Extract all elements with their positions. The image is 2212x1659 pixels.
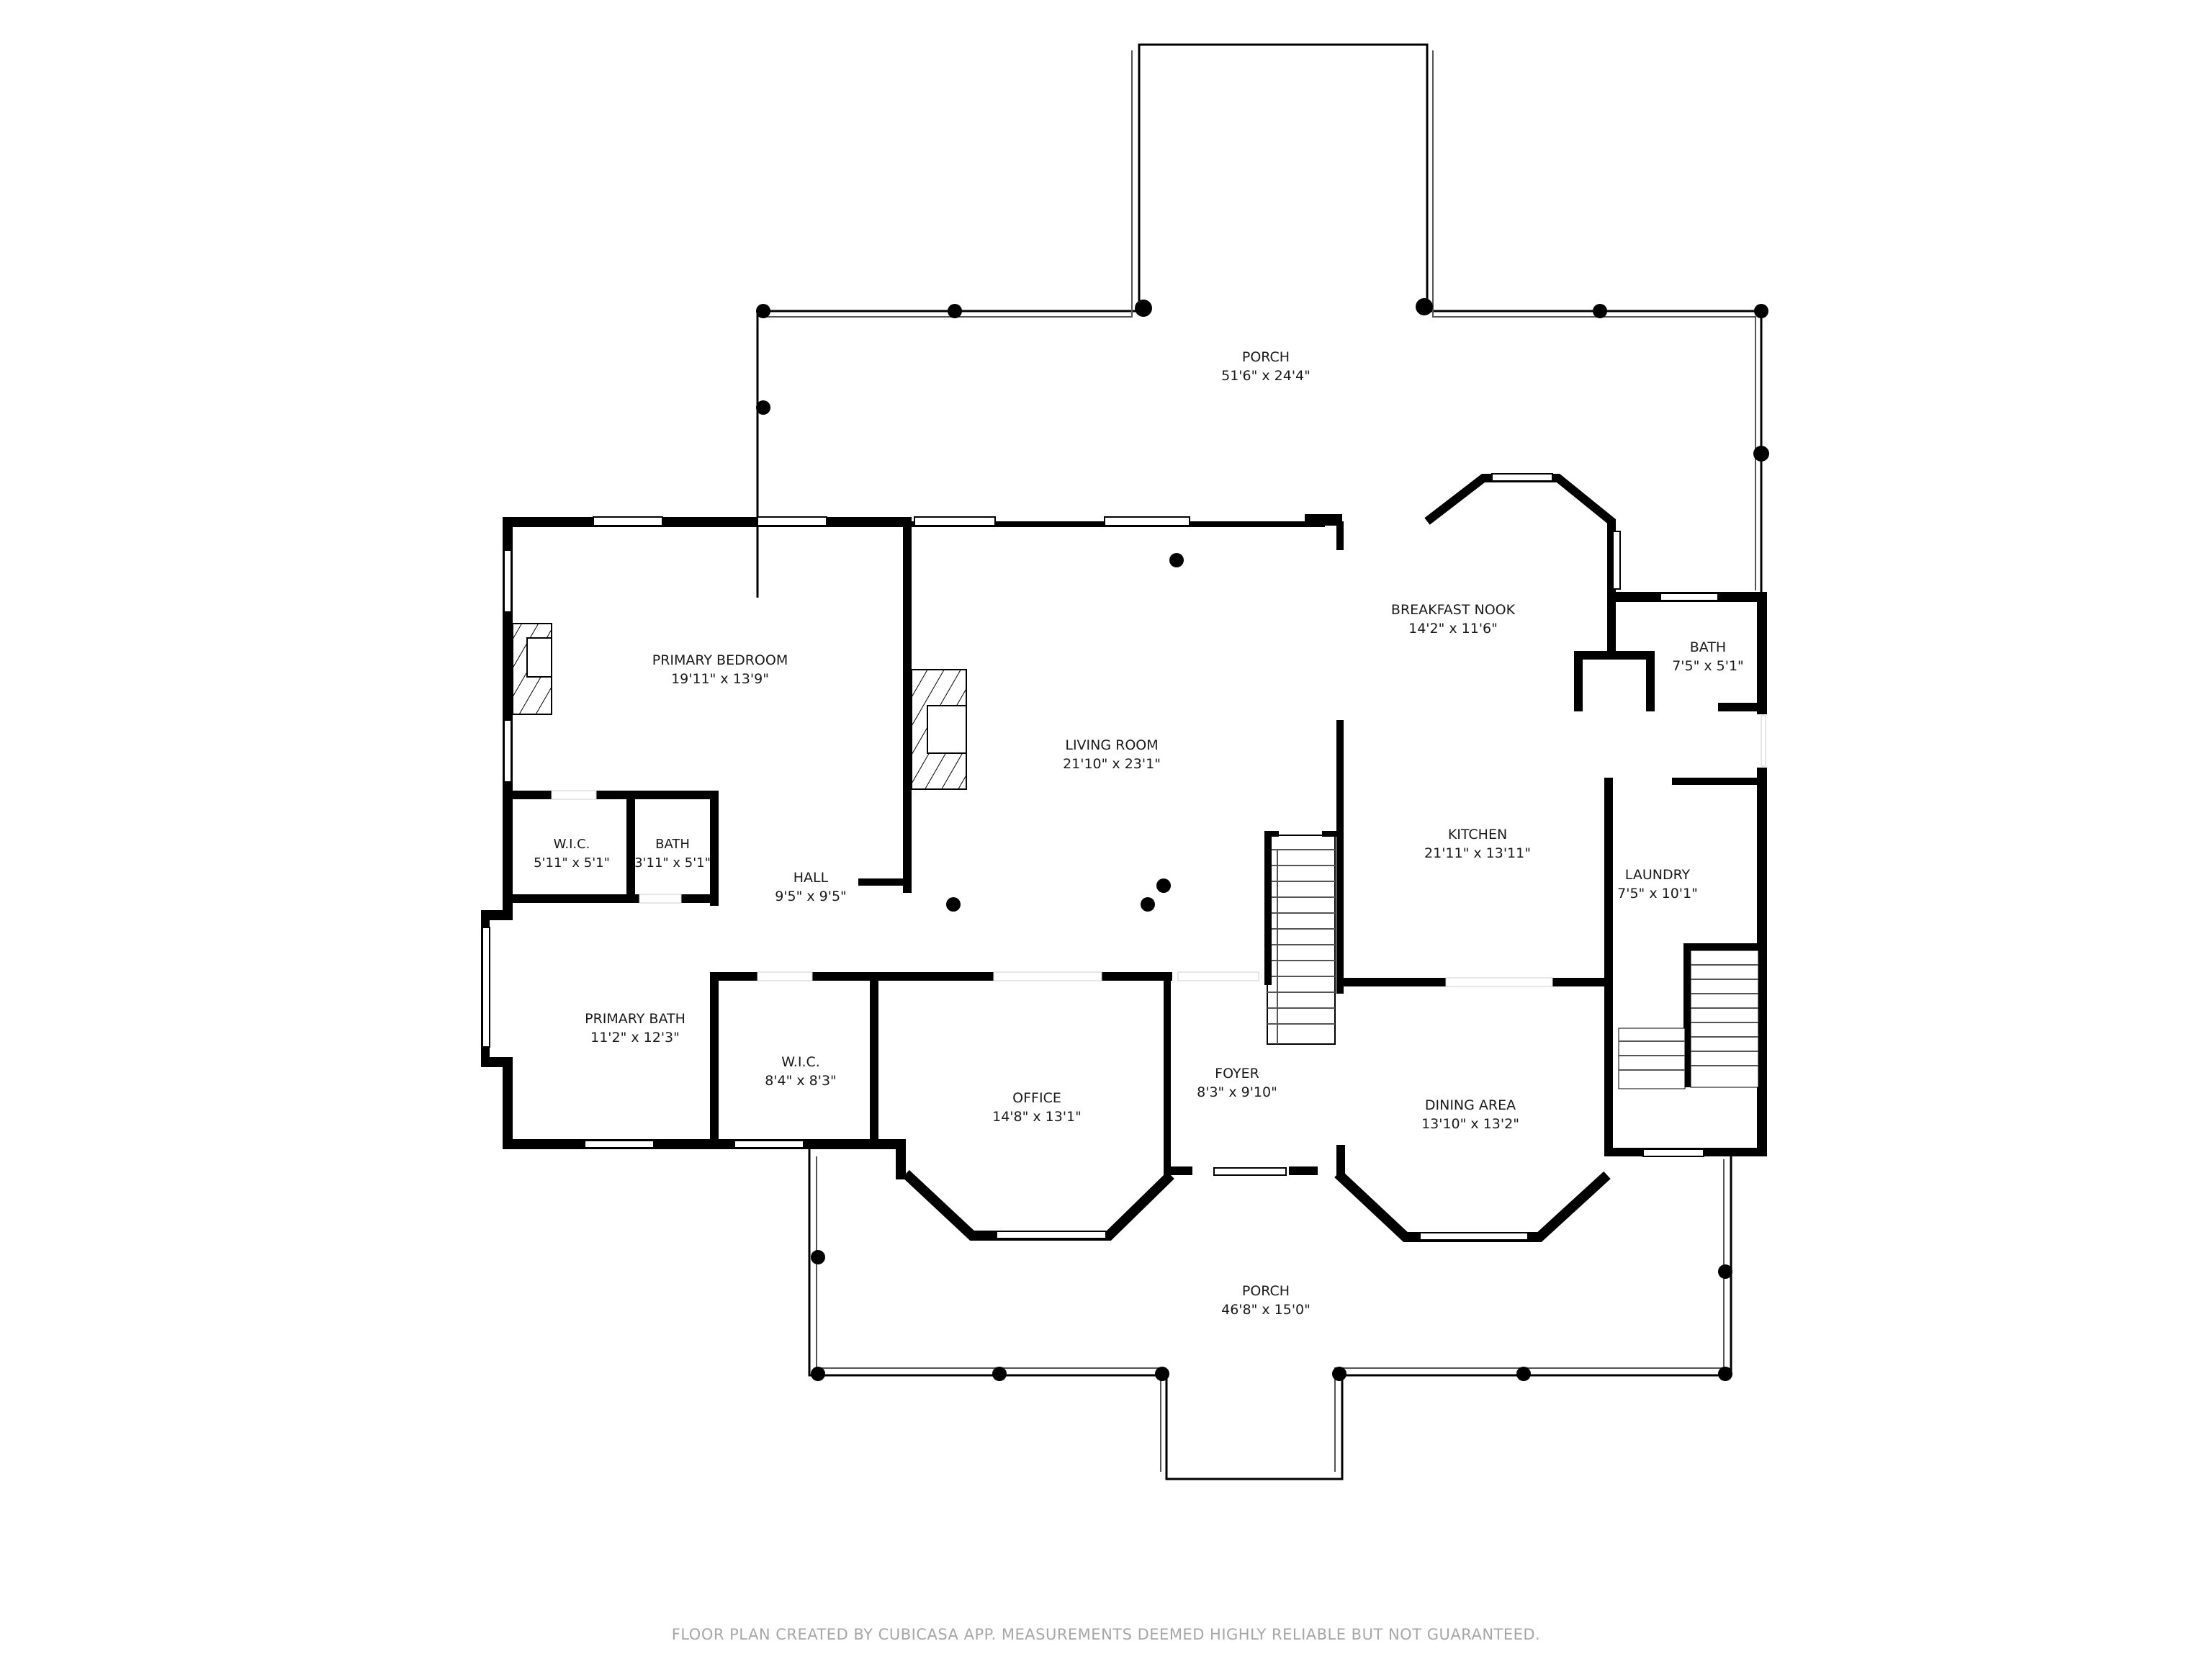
staircase-main: [1264, 831, 1336, 1045]
room-dimensions: 21'10" x 23'1": [1063, 756, 1161, 772]
room-dimensions: 46'8" x 15'0": [1221, 1302, 1310, 1318]
room-dimensions: 3'11" x 5'1": [634, 855, 711, 871]
room-name: FOYER: [1215, 1066, 1259, 1082]
staircase-laundry: [1618, 950, 1759, 1089]
room-dimensions: 21'11" x 13'11": [1424, 845, 1531, 861]
room-label-laundry: LAUNDRY 7'5" x 10'1": [1617, 866, 1698, 903]
room-dimensions: 5'11" x 5'1": [534, 855, 610, 871]
room-label-foyer: FOYER 8'3" x 9'10": [1197, 1064, 1277, 1102]
fireplace-bedroom: [512, 623, 552, 715]
room-name: OFFICE: [1012, 1090, 1061, 1106]
disclaimer-footer: FLOOR PLAN CREATED BY CUBICASA APP. MEAS…: [671, 1626, 1541, 1643]
room-name: BREAKFAST NOOK: [1390, 602, 1516, 618]
room-name: W.I.C.: [781, 1054, 820, 1070]
room-label-dining-area: DINING AREA 13'10" x 13'2": [1421, 1096, 1519, 1133]
room-label-bath-upper-right: BATH 7'5" x 5'1": [1672, 638, 1744, 675]
room-dimensions: 7'5" x 5'1": [1672, 658, 1744, 674]
room-dimensions: 8'4" x 8'3": [765, 1073, 837, 1089]
room-label-primary-bath: PRIMARY BATH 11'2" x 12'3": [585, 1010, 685, 1047]
room-label-porch-front: PORCH 46'8" x 15'0": [1221, 1282, 1310, 1319]
room-name: HALL: [793, 870, 829, 886]
room-label-porch-rear: PORCH 51'6" x 24'4": [1221, 348, 1310, 385]
room-label-hall: HALL 9'5" x 9'5": [775, 868, 847, 906]
fireplace-living: [911, 669, 967, 790]
room-dimensions: 11'2" x 12'3": [590, 1030, 680, 1046]
room-label-office: OFFICE 14'8" x 13'1": [992, 1089, 1082, 1126]
rear-porch-outline: [756, 43, 1763, 598]
room-dimensions: 14'8" x 13'1": [992, 1109, 1082, 1125]
windows: [482, 473, 1719, 1241]
room-name: PORCH: [1241, 1283, 1290, 1299]
room-name: LAUNDRY: [1624, 867, 1691, 883]
room-dimensions: 9'5" x 9'5": [775, 889, 847, 904]
room-label-primary-bedroom: PRIMARY BEDROOM 19'11" x 13'9": [652, 651, 788, 688]
room-name: BATH: [655, 837, 690, 852]
room-dimensions: 8'3" x 9'10": [1197, 1084, 1277, 1100]
door-openings: [551, 715, 1766, 987]
room-label-wic-center: W.I.C. 8'4" x 8'3": [765, 1053, 837, 1090]
room-name: BATH: [1689, 639, 1727, 655]
room-dimensions: 14'2" x 11'6": [1408, 621, 1498, 637]
room-name: KITCHEN: [1447, 827, 1508, 842]
room-label-breakfast-nook: BREAKFAST NOOK 14'2" x 11'6": [1391, 601, 1515, 638]
room-label-kitchen: KITCHEN 21'11" x 13'11": [1424, 825, 1531, 863]
room-label-bath-left: BATH 3'11" x 5'1": [634, 835, 711, 873]
room-dimensions: 51'6" x 24'4": [1221, 368, 1310, 384]
room-label-living-room: LIVING ROOM 21'10" x 23'1": [1063, 736, 1161, 773]
room-label-wic-left: W.I.C. 5'11" x 5'1": [534, 835, 610, 873]
porch-posts-front: [811, 1250, 1732, 1381]
room-name: PRIMARY BATH: [585, 1011, 685, 1027]
room-name: PRIMARY BEDROOM: [652, 652, 788, 668]
room-name: LIVING ROOM: [1065, 737, 1159, 753]
room-name: W.I.C.: [553, 837, 590, 852]
porch-posts-rear: [756, 298, 1769, 462]
room-dimensions: 13'10" x 13'2": [1421, 1116, 1519, 1132]
room-dimensions: 7'5" x 10'1": [1617, 886, 1698, 902]
interior-columns: [946, 553, 1184, 912]
room-dimensions: 19'11" x 13'9": [671, 671, 769, 687]
room-name: PORCH: [1241, 349, 1290, 365]
room-name: DINING AREA: [1424, 1097, 1516, 1113]
